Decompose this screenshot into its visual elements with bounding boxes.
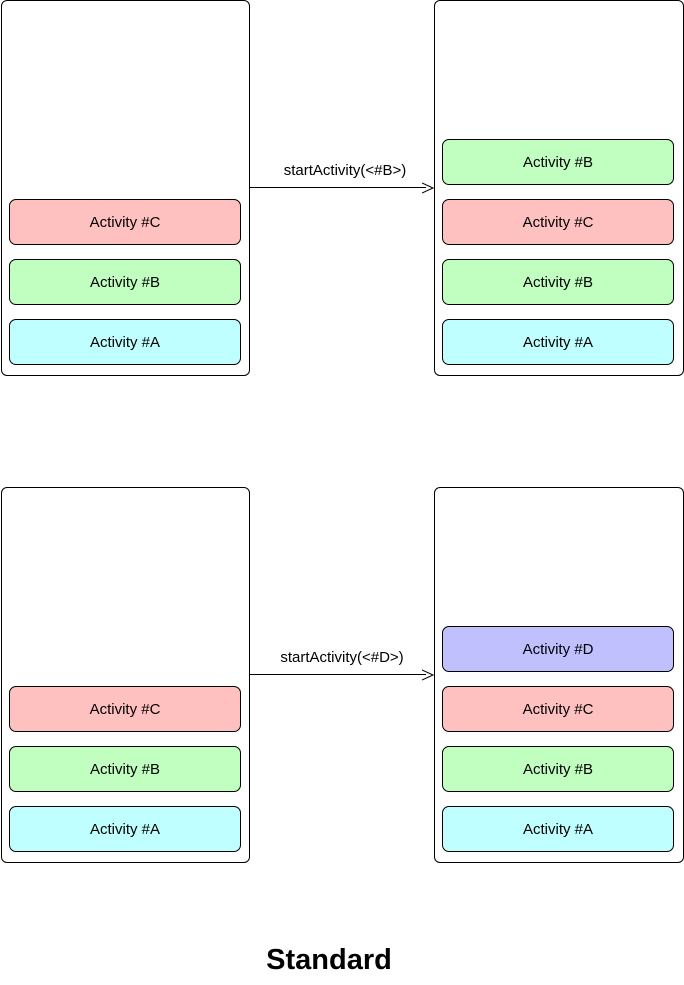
arrow-head-icon <box>422 182 434 194</box>
activity-c: Activity #C <box>442 199 674 245</box>
stack-2-before: Activity #C Activity #B Activity #A <box>1 487 250 863</box>
diagram-caption: Standard <box>266 944 392 976</box>
stack-2-after: Activity #D Activity #C Activity #B Acti… <box>434 487 684 863</box>
activity-a: Activity #A <box>9 319 241 365</box>
activity-b: Activity #B <box>442 259 674 305</box>
arrow-1 <box>250 182 434 194</box>
start-activity-label-2: startActivity(<#D>) <box>280 649 404 666</box>
activity-b: Activity #B <box>442 139 674 185</box>
activity-a: Activity #A <box>442 806 674 852</box>
activity-a: Activity #A <box>442 319 674 365</box>
activity-d: Activity #D <box>442 626 674 672</box>
activity-b: Activity #B <box>9 746 241 792</box>
start-activity-label-1: startActivity(<#B>) <box>283 162 407 179</box>
activity-c: Activity #C <box>9 199 241 245</box>
activity-b: Activity #B <box>9 259 241 305</box>
activity-b: Activity #B <box>442 746 674 792</box>
activity-c: Activity #C <box>9 686 241 732</box>
stack-1-before: Activity #C Activity #B Activity #A <box>1 0 250 376</box>
activity-c: Activity #C <box>442 686 674 732</box>
arrow-2 <box>250 669 434 681</box>
activity-a: Activity #A <box>9 806 241 852</box>
stack-1-after: Activity #B Activity #C Activity #B Acti… <box>434 0 684 376</box>
arrow-head-icon <box>422 669 434 681</box>
